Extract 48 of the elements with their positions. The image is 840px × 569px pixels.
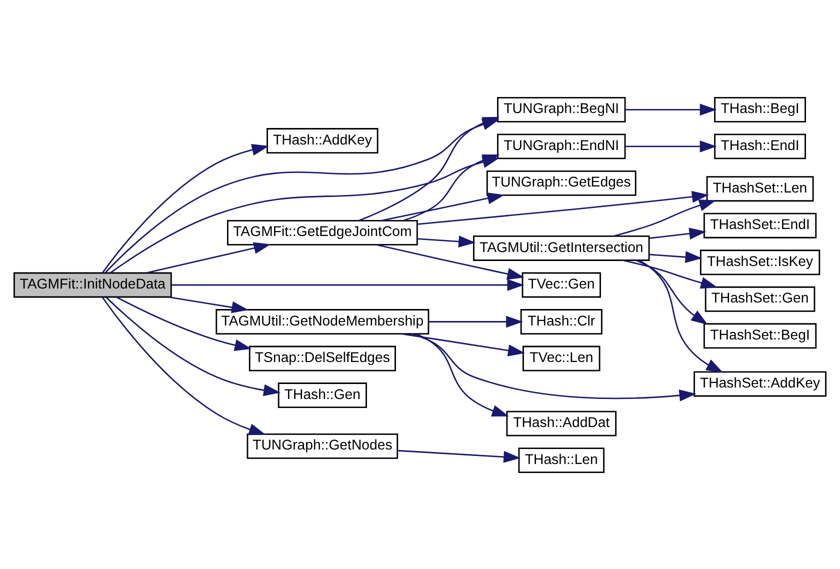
node-box: THash::Clr [520,308,602,334]
arrow [102,296,266,435]
node-box: TAGMFit::GetEdgeJointCom [227,219,418,245]
arrow [116,296,252,351]
node-box: THashSet::BegI [704,322,817,348]
node-box: THash::BegI [714,96,806,122]
node-box: TAGMUtil::GetIntersection [473,235,650,260]
node-box: THash::EndI [714,133,806,159]
arrow [418,190,709,224]
node-box: THash::Len [518,447,605,473]
node-box: THashSet::EndI [704,212,817,238]
node-box: TUNGraph::EndNI [497,133,626,159]
node-box: TVec::Len [522,345,600,371]
arrow [649,227,706,240]
node-box: TUNGraph::GetEdges [486,170,636,196]
arrow [625,140,717,152]
node-box: TSnap::DelSelfEdges [248,345,396,371]
arrow [613,199,716,236]
arrow [172,278,524,290]
arrow [412,332,696,401]
arrow [636,259,708,324]
arrow [146,242,271,274]
node-box: TUNGraph::GetNodes [246,432,398,458]
node-box: THashSet::Len [706,176,814,202]
arrow [638,259,724,372]
node-box: THash::Gen [278,382,367,408]
arrow [106,296,281,396]
node-box: THashSet::AddKey [694,370,826,396]
arrow [428,315,524,328]
arrow [376,244,524,280]
node-box: TAGMUtil::GetNodeMembership [216,308,430,334]
node-box: TVec::Gen [522,272,601,298]
arrow [381,192,504,221]
arrow [625,103,717,116]
node-box: THash::AddDat [506,410,617,436]
arrow [102,143,269,273]
node-box: THash::AddKey [266,128,378,153]
arrow [168,296,249,313]
node-box: TUNGraph::BegNI [497,96,626,122]
arrow [417,235,476,247]
arrow [398,449,521,462]
arrow [401,332,525,356]
arrow [649,250,702,263]
node-box: TAGMFit::InitNodeData [14,272,172,298]
node-box: THashSet::IsKey [700,249,820,275]
arrow [416,332,509,416]
arrow [622,259,718,288]
node-box: THashSet::Gen [704,286,816,312]
